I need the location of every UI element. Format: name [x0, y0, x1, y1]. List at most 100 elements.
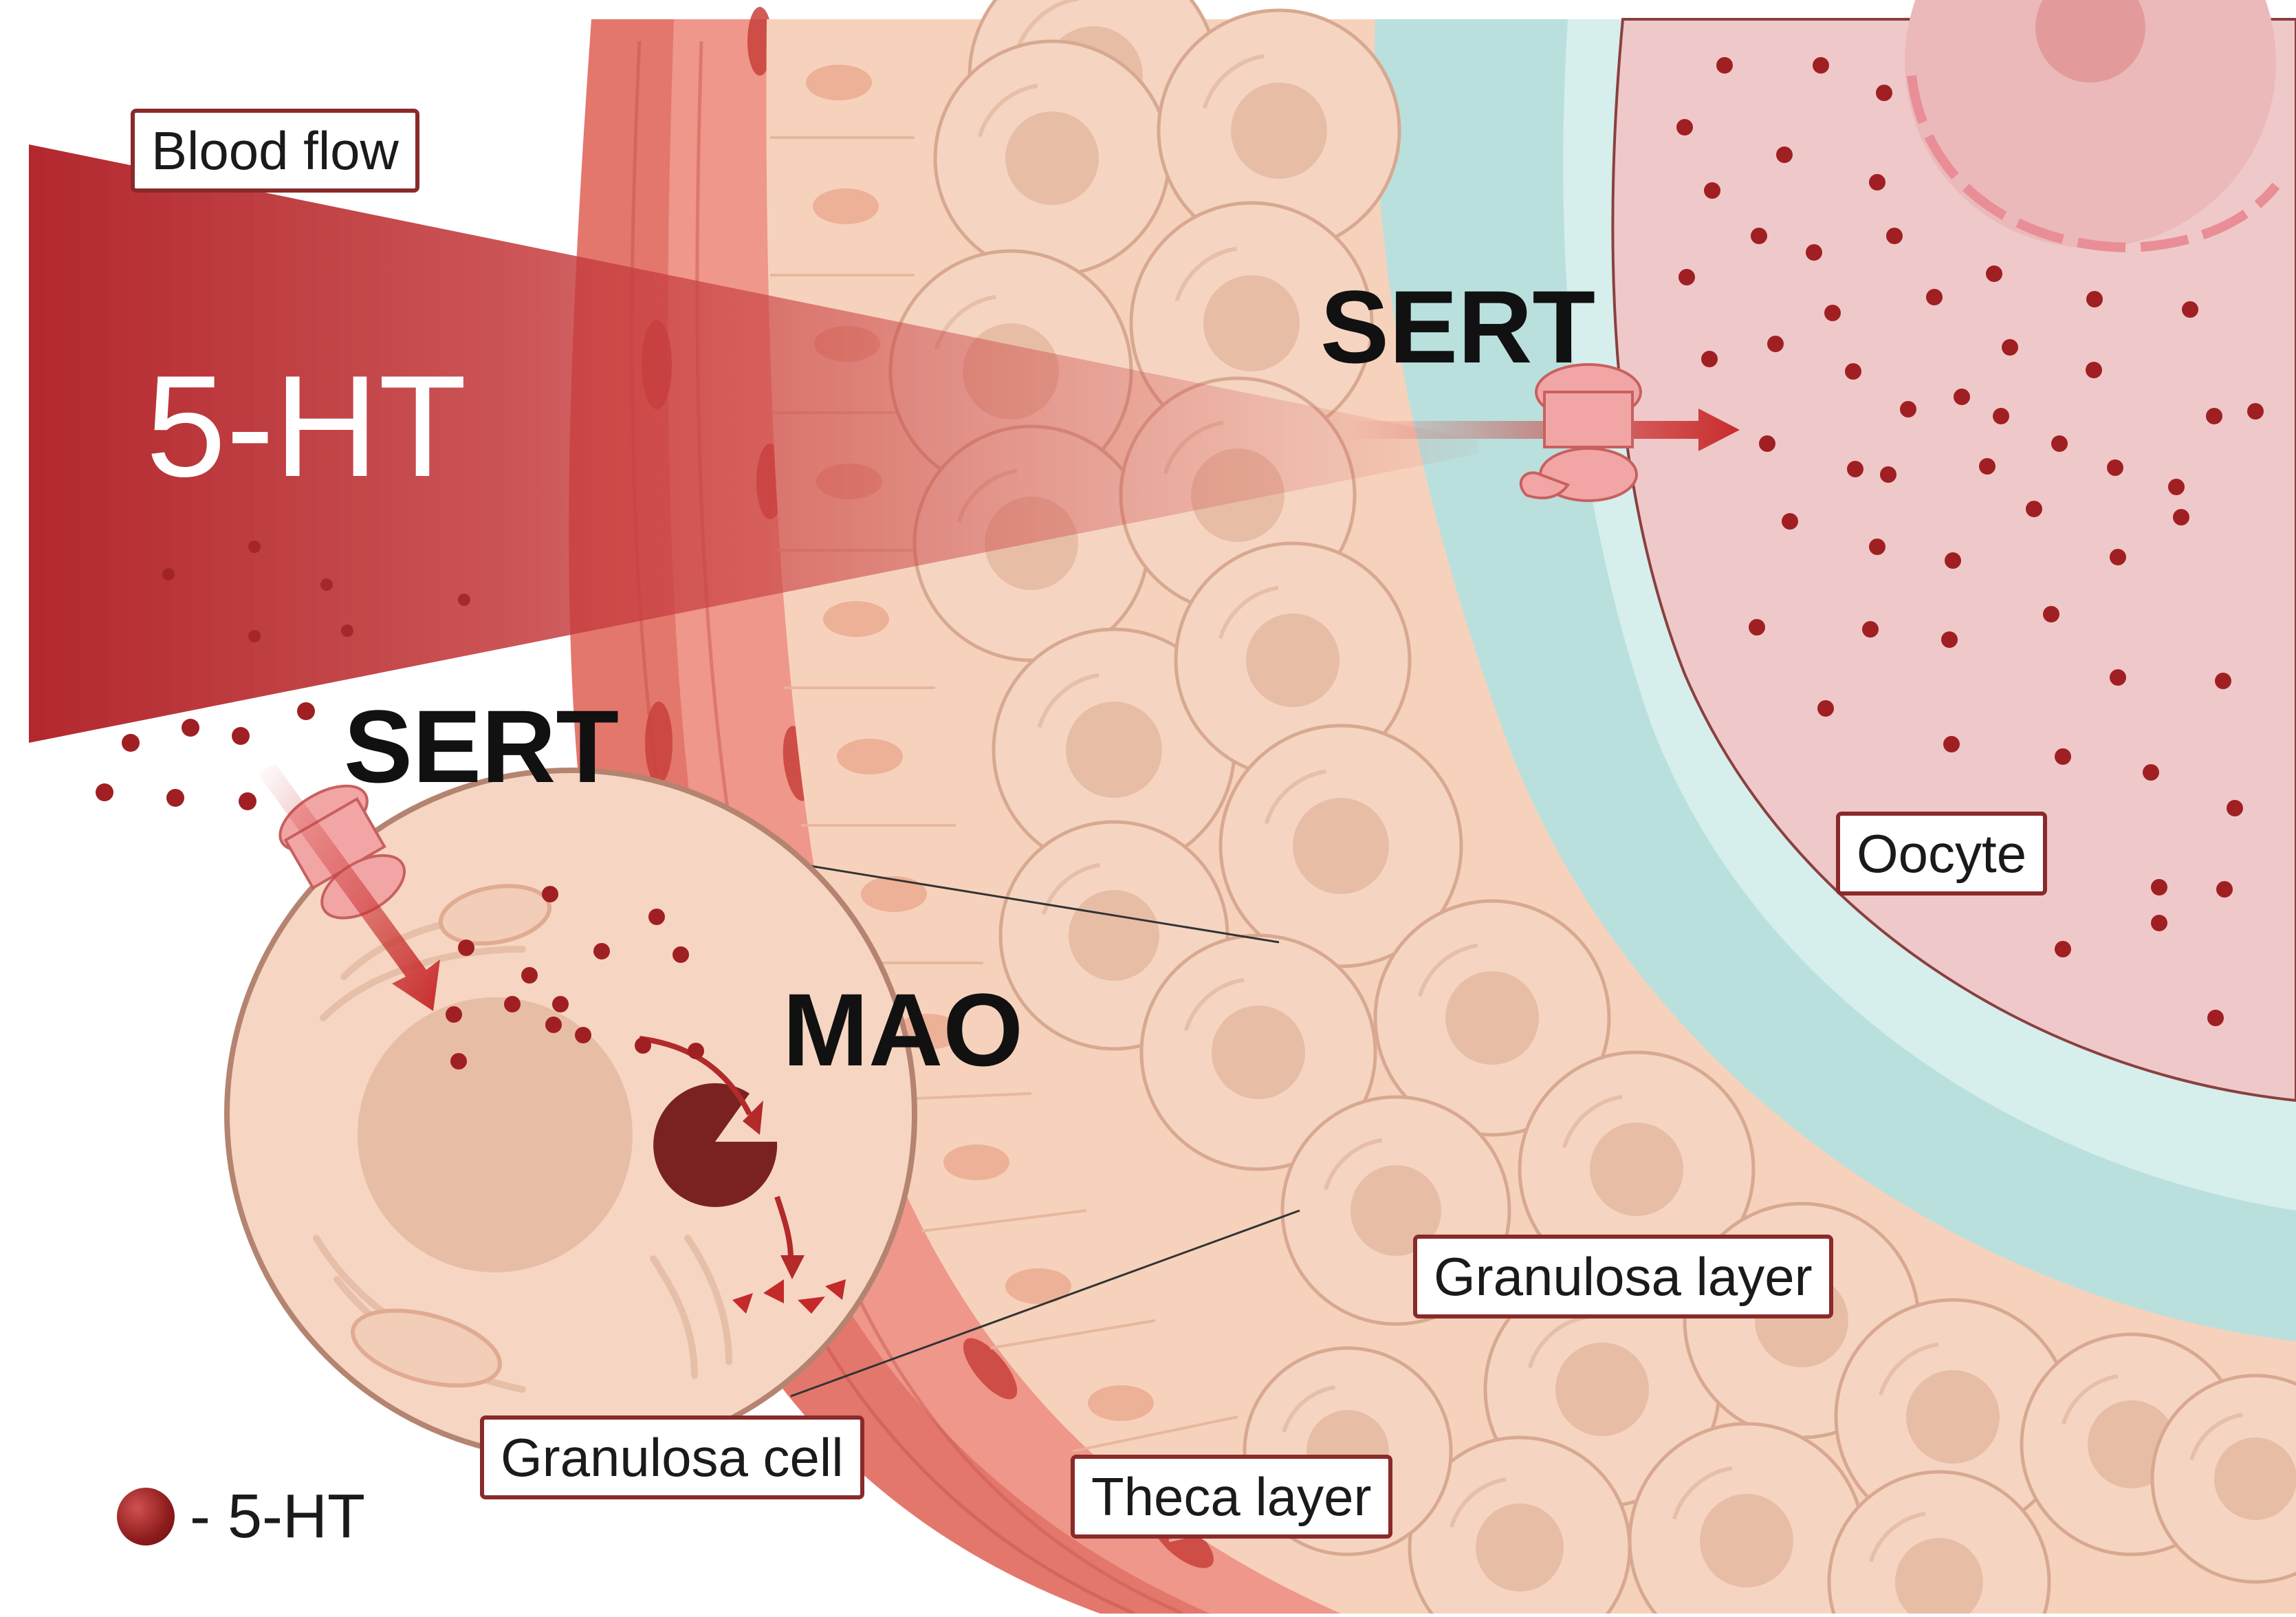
serotonin-dot	[2151, 879, 2167, 896]
serotonin-dot	[2215, 673, 2231, 689]
sert-transporter-icon	[1519, 363, 1642, 502]
serotonin-dot	[635, 1037, 651, 1054]
granulosa-cell	[1218, 724, 1463, 968]
oocyte-nucleus	[1905, 0, 2276, 248]
serotonin-dot	[458, 940, 474, 956]
serotonin-dot	[2216, 881, 2233, 898]
serotonin-dot	[1900, 401, 1916, 417]
serotonin-dot	[2206, 408, 2222, 424]
serotonin-dot	[1869, 539, 1885, 555]
serotonin-dot	[1776, 146, 1793, 163]
granulosa-cell	[1373, 899, 1611, 1137]
mao-label: MAO	[783, 972, 1023, 1087]
serotonin-dot	[504, 996, 521, 1012]
granulosa-cell	[1408, 1435, 1632, 1617]
arrow-icon	[258, 763, 440, 1011]
granulosa-cells	[888, 0, 2296, 1617]
serotonin-dot	[1676, 119, 1693, 135]
serotonin-molecules	[96, 57, 2264, 1070]
degradation-products	[732, 1279, 846, 1314]
legend-text: - 5-HT	[190, 1482, 365, 1551]
granulosa-cell	[1174, 541, 1412, 779]
mitochondria	[351, 884, 552, 1388]
serotonin-dot	[162, 568, 175, 580]
serotonin-dot	[2227, 800, 2243, 816]
serotonin-dot	[297, 702, 315, 720]
sert-oocyte-label: SERT	[1320, 269, 1596, 384]
serotonin-dot	[545, 1017, 562, 1033]
serotonin-dot	[1926, 289, 1943, 305]
serotonin-dot	[1701, 351, 1718, 367]
serotonin-dot	[458, 594, 470, 606]
blood-flow-beam	[29, 144, 1478, 743]
serotonin-dot	[1845, 363, 1861, 380]
granulosa-layer-label: Granulosa layer	[1413, 1235, 1833, 1318]
serotonin-dot	[2247, 403, 2264, 420]
serotonin-dot	[593, 943, 610, 959]
oocyte-nucleolus	[2035, 0, 2145, 83]
serotonin-dot	[688, 1043, 704, 1059]
serotonin-dot	[1941, 631, 1958, 648]
serotonin-dot	[232, 727, 250, 745]
arrow-icon	[743, 1100, 763, 1135]
serotonin-dot	[2151, 915, 2167, 931]
granulosa-cell	[1139, 933, 1377, 1171]
serotonin-dot	[1943, 736, 1960, 752]
serotonin-dot	[1986, 265, 2002, 282]
granulosa-cell	[1628, 1422, 1866, 1617]
serotonin-dot	[248, 630, 261, 642]
serotonin-dot	[2173, 509, 2189, 525]
serotonin-dot	[552, 996, 569, 1012]
serotonin-big-label: 5-HT	[146, 345, 467, 507]
serotonin-dot	[1782, 513, 1798, 530]
serotonin-dot	[1806, 244, 1822, 261]
serotonin-dot	[2110, 549, 2126, 565]
serotonin-dot	[2107, 459, 2123, 476]
serotonin-dot	[1880, 466, 1896, 483]
serotonin-dot	[248, 541, 261, 553]
serotonin-dot-icon	[117, 1488, 175, 1545]
granulosa-cell	[933, 39, 1171, 277]
arrow-icon	[639, 1036, 752, 1116]
theca-layer-label: Theca layer	[1071, 1455, 1392, 1539]
serotonin-dot	[1749, 619, 1765, 636]
serotonin-dot	[2051, 435, 2068, 452]
serotonin-dot	[166, 789, 184, 807]
zoom-line	[790, 1209, 1300, 1398]
serotonin-dot	[1767, 336, 1784, 352]
arrow-icon	[774, 1195, 794, 1259]
serotonin-dot	[1869, 174, 1885, 191]
serotonin-dot	[450, 1053, 467, 1070]
serotonin-dot	[1751, 228, 1767, 244]
mao-enzyme-icon	[653, 1083, 778, 1207]
granulosa-cell-label: Granulosa cell	[480, 1415, 864, 1499]
serotonin-dot	[2026, 501, 2042, 517]
serotonin-dot	[2110, 669, 2126, 686]
granulosa-cell	[1157, 8, 1401, 253]
serotonin-dot	[1759, 435, 1775, 452]
serotonin-dot	[1886, 228, 1903, 244]
serotonin-dot	[182, 719, 199, 737]
granulosa-cell	[992, 627, 1236, 872]
arrow-icon	[780, 1255, 805, 1279]
serotonin-dot	[2002, 339, 2018, 356]
serotonin-dot	[1824, 305, 1841, 321]
oocyte-nuclear-envelope	[1907, 75, 2280, 253]
oocyte-label: Oocyte	[1836, 812, 2048, 896]
serotonin-dot	[239, 792, 256, 810]
serotonin-dot	[1679, 269, 1695, 285]
granulosa-cell	[2150, 1374, 2296, 1584]
serotonin-dot	[1876, 85, 1892, 101]
serotonin-dot	[1979, 458, 1996, 475]
serotonin-dot	[2168, 479, 2185, 495]
granulosa-cell	[1518, 1050, 1756, 1288]
serotonin-dot	[648, 909, 665, 925]
serotonin-dot	[341, 625, 353, 637]
serotonin-dot	[1704, 182, 1720, 199]
serotonin-dot	[575, 1027, 591, 1043]
serotonin-dot	[1847, 461, 1863, 477]
serotonin-dot	[1993, 408, 2009, 424]
serotonin-dot	[2207, 1010, 2224, 1026]
